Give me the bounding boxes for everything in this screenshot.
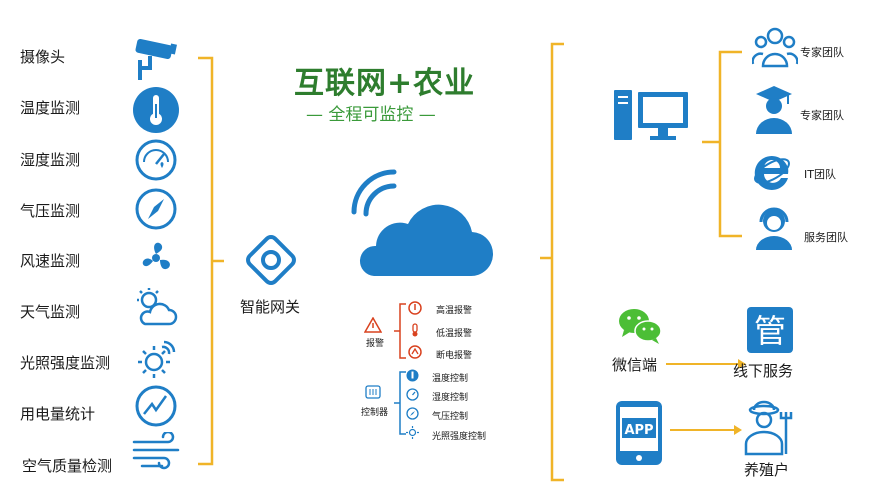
- team-label-expert-2: 专家团队: [800, 109, 844, 122]
- gateway-label: 智能网关: [240, 298, 301, 316]
- light-control-icon: [406, 426, 419, 439]
- alarm-bracket: [394, 303, 406, 359]
- alarm-item-high-temp: 高温报警: [436, 306, 473, 316]
- wechat-icon: [619, 309, 662, 344]
- wind-icon: [132, 432, 180, 470]
- diagram-title: 互联网+农业: [294, 66, 476, 101]
- sensor-label-pressure: 气压监测: [20, 202, 81, 220]
- sensor-label-power: 用电量统计: [20, 405, 96, 423]
- humidity-control-icon: [406, 388, 419, 401]
- power-meter-icon: [135, 385, 177, 427]
- camera-icon: [135, 38, 177, 80]
- team-icon: [752, 27, 798, 68]
- offline-service-icon: 管: [747, 307, 793, 353]
- compass-icon: [135, 188, 177, 230]
- temp-control-icon: [406, 369, 419, 382]
- cloud-wifi-icon: [351, 169, 494, 277]
- offline-service-label: 线下服务: [733, 362, 794, 380]
- fan-icon: [142, 242, 170, 270]
- pressure-control-icon: [406, 407, 419, 420]
- diagram-subtitle: — 全程可监控 —: [306, 105, 436, 125]
- wechat-label: 微信端: [612, 356, 658, 374]
- farmer-label: 养殖户: [744, 461, 790, 479]
- controller-bracket: [394, 371, 406, 435]
- sensor-label-light: 光照强度监测: [20, 354, 111, 372]
- low-temp-icon: [412, 323, 418, 337]
- sensor-label-temperature: 温度监测: [20, 99, 81, 117]
- controller-item-light: 光照强度控制: [432, 432, 487, 442]
- high-temp-icon: [408, 301, 422, 315]
- team-label-expert-1: 专家团队: [800, 46, 844, 59]
- output-bracket: [540, 42, 564, 482]
- sensor-label-humidity: 湿度监测: [20, 151, 81, 169]
- team-label-it: IT团队: [804, 168, 836, 181]
- alarm-label: 报警: [366, 339, 385, 349]
- humidity-gauge-icon: [135, 139, 177, 181]
- app-phone-icon: APP: [616, 401, 662, 465]
- sensor-label-air-quality: 空气质量检测: [22, 457, 113, 475]
- controller-icon: [365, 385, 381, 399]
- graduate-icon: [756, 86, 792, 134]
- computer-icon: [614, 90, 688, 140]
- sensor-label-weather: 天气监测: [20, 303, 81, 321]
- svg-text:管: 管: [754, 312, 786, 350]
- weather-icon: [137, 288, 178, 326]
- power-off-icon: [408, 345, 422, 359]
- gateway-icon: [246, 235, 296, 285]
- controller-item-temperature: 温度控制: [432, 374, 469, 384]
- team-label-service: 服务团队: [804, 231, 848, 244]
- wechat-to-offline-arrow: [666, 359, 746, 369]
- controller-label: 控制器: [361, 408, 389, 418]
- controller-item-humidity: 湿度控制: [432, 393, 469, 403]
- ie-browser-icon: [754, 156, 790, 190]
- headset-agent-icon: [756, 207, 792, 250]
- sensor-label-wind-speed: 风速监测: [20, 252, 81, 270]
- alarm-item-low-temp: 低温报警: [436, 329, 473, 339]
- app-to-farmer-arrow: [670, 425, 742, 435]
- svg-text:APP: APP: [624, 423, 653, 438]
- sun-icon: [138, 340, 176, 378]
- controller-item-pressure: 气压控制: [432, 412, 469, 422]
- farmer-icon: [744, 400, 793, 456]
- thermometer-icon: [133, 87, 179, 133]
- alarm-item-power-off: 断电报警: [436, 351, 473, 361]
- warning-icon: [364, 317, 382, 333]
- sensor-bracket: [198, 56, 224, 466]
- team-bracket: [702, 50, 742, 238]
- sensor-label-camera: 摄像头: [20, 48, 66, 66]
